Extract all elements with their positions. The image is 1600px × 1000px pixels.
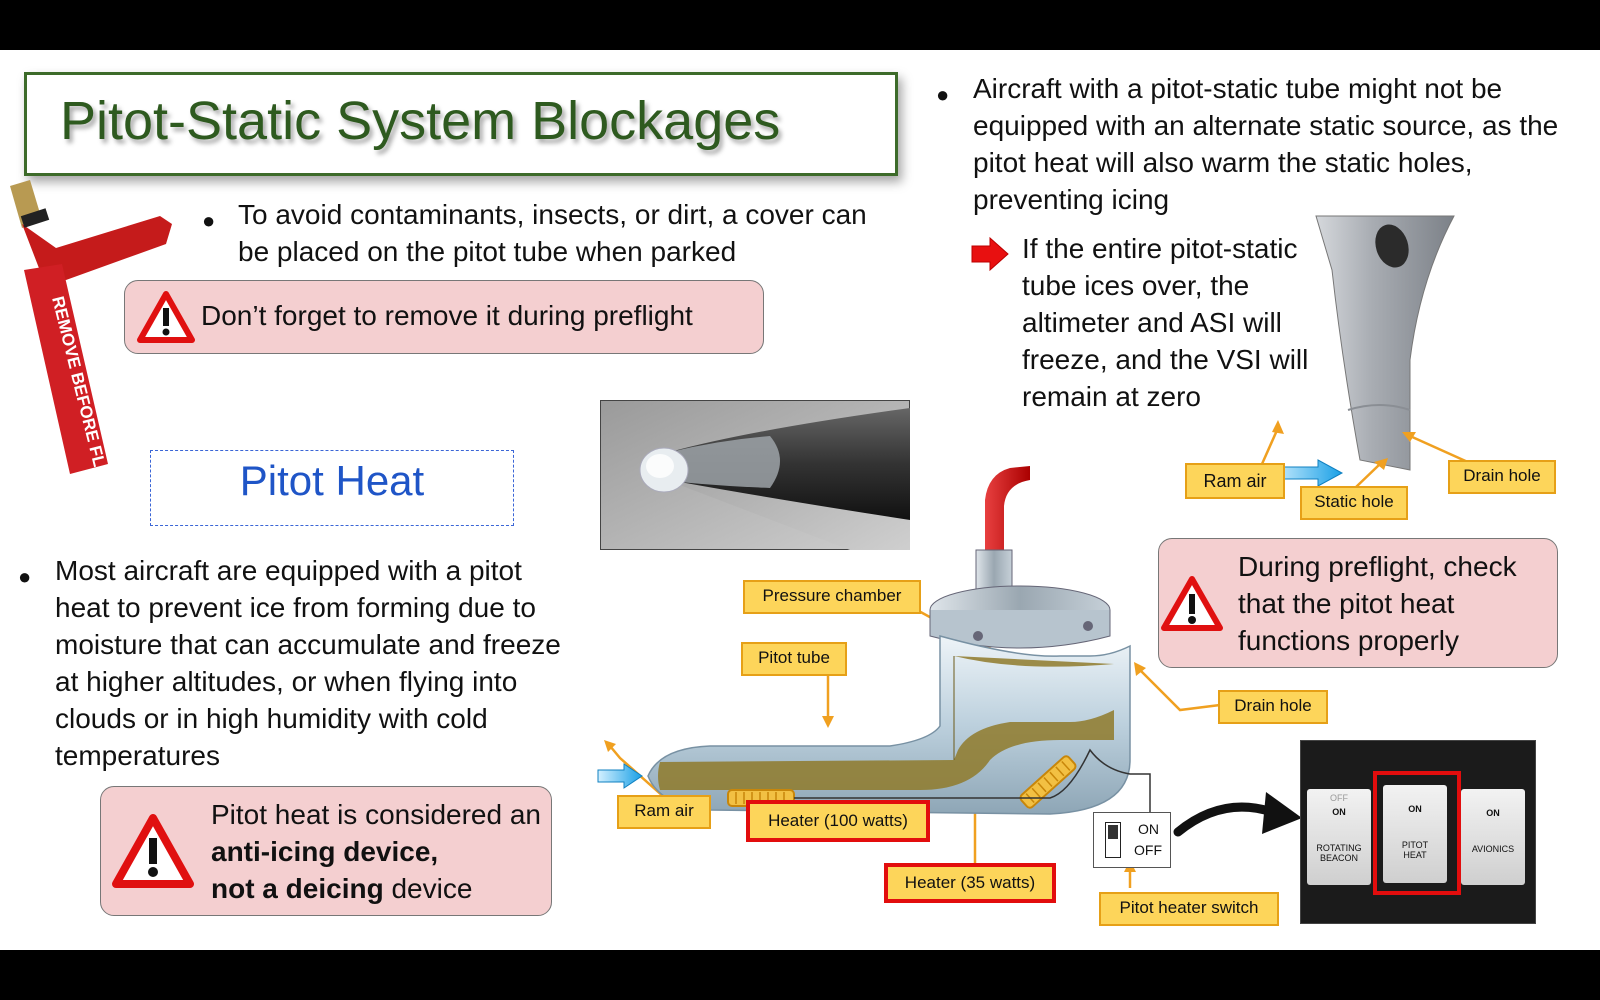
heater-35-tag: Heater (35 watts) [884,863,1056,903]
pressure-chamber-tag: Pressure chamber [743,580,921,614]
ram-air-tag: Ram air [617,795,711,829]
ice-note-text: If the entire pitot-static tube ices ove… [1022,233,1309,412]
pitot-cover-image: REMOVE BEFORE FLIGHT [10,180,172,480]
switch-off-label: OFF [1134,842,1162,858]
title-box [24,72,898,176]
heater-100-tag: Heater (100 watts) [746,800,930,842]
rotating-beacon-switch[interactable]: OFF ON ROTATING BEACON [1307,789,1371,885]
iced-probe-photo [600,400,910,550]
switch-on-label: ON [1138,821,1159,837]
drain-hole-tag: Drain hole [1218,690,1328,724]
cover-warning-text: Don’t forget to remove it during preflig… [201,300,693,331]
curved-arrow-icon [1173,792,1302,837]
heat-bullet-text: Most aircraft are equipped with a pitot … [55,555,561,771]
pitot-heater-switch[interactable]: ON OFF [1093,812,1171,868]
pitot-tube-diagram [597,466,1151,820]
pitot-heat-heading: Pitot Heat [239,457,425,504]
slide: Pitot-Static System Blockages REMOVE BEF… [0,50,1600,950]
static-hole-tag: Static hole [1300,486,1408,520]
pitot-heat-heading-box [150,450,514,526]
heat-warning-text: Pitot heat is considered an anti-icing d… [211,799,541,904]
pitot-heater-switch-tag: Pitot heater switch [1099,892,1279,926]
static-bullet-text: Aircraft with a pitot-static tube might … [973,73,1559,215]
switch-panel-photo: OFF ON ROTATING BEACON ON PITOT HEAT ON … [1300,740,1536,924]
bullet-dot: ● [936,82,950,107]
pitot-tube-tag: Pitot tube [741,642,847,676]
ram-air-tag: Ram air [1185,463,1285,499]
red-arrow-icon [971,236,1009,272]
warning-icon [112,814,194,888]
preflight-warning-box [1158,538,1558,668]
warning-icon [137,291,195,343]
cover-bullet-text: To avoid contaminants, insects, or dirt,… [238,199,867,267]
avionics-switch[interactable]: ON AVIONICS [1461,789,1525,885]
page-title: Pitot-Static System Blockages [60,91,781,151]
warning-icon [1161,576,1223,631]
bullet-dot: ● [202,208,216,233]
switch-rocker[interactable] [1105,822,1121,858]
bullet-dot: ● [18,564,32,589]
pitot-heat-panel-switch[interactable]: ON PITOT HEAT [1383,785,1447,883]
pitot-heat-highlight [1373,771,1461,895]
cover-warning-box [124,280,764,354]
drain-hole-tag: Drain hole [1448,460,1556,494]
preflight-warning-text: During preflight, check that the pitot h… [1238,551,1517,656]
pitot-static-tube-photo [1315,215,1455,471]
